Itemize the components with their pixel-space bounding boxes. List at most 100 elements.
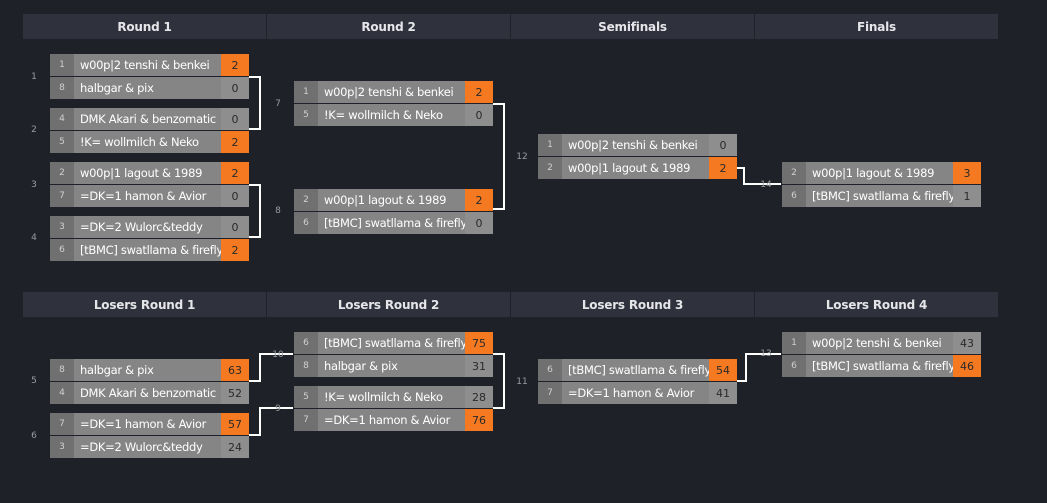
- team-score: 41: [709, 382, 737, 404]
- header-losers-round-4: Losers Round 4: [755, 292, 998, 317]
- team-score: 0: [709, 134, 737, 156]
- team-name: !K= wollmilch & Neko: [324, 108, 443, 122]
- header-losers-round-3: Losers Round 3: [511, 292, 754, 317]
- team-name: [tBMC] swatllama & firefly: [324, 336, 465, 350]
- team-seed: 1: [782, 332, 806, 354]
- header-semifinals: Semifinals: [511, 14, 754, 39]
- team-score: 43: [953, 332, 981, 354]
- team-seed: 6: [50, 239, 74, 261]
- team-seed: 5: [294, 386, 318, 408]
- team-seed: 2: [538, 157, 562, 179]
- team-seed: 7: [294, 409, 318, 431]
- team-row[interactable]: 1 w00p|2 tenshi & benkei 43: [782, 332, 981, 354]
- match-number-6: 6: [31, 431, 37, 441]
- match-number-2: 2: [31, 125, 37, 135]
- team-row[interactable]: 8 halbgar & pix 63: [50, 359, 249, 381]
- match-number-14: 14: [760, 180, 772, 190]
- match-number-8: 8: [275, 206, 281, 216]
- team-seed: 6: [782, 355, 806, 377]
- winner-score: 2: [465, 81, 493, 103]
- team-row[interactable]: 1 w00p|2 tenshi & benkei 0: [538, 134, 737, 156]
- team-name: =DK=2 Wulorc&teddy: [80, 440, 203, 454]
- team-seed: 1: [294, 81, 318, 103]
- match-number-5: 5: [31, 376, 37, 386]
- header-losers-round-1: Losers Round 1: [23, 292, 266, 317]
- team-score: 52: [221, 382, 249, 404]
- team-seed: 5: [50, 131, 74, 153]
- team-name: w00p|2 tenshi & benkei: [568, 138, 698, 152]
- team-seed: 1: [538, 134, 562, 156]
- team-seed: 6: [294, 212, 318, 234]
- winner-score: 2: [221, 54, 249, 76]
- team-seed: 2: [50, 162, 74, 184]
- team-name: DMK Akari & benzomatic: [80, 386, 216, 400]
- team-name: w00p|1 lagout & 1989: [812, 166, 935, 180]
- team-seed: 6: [538, 359, 562, 381]
- team-name: =DK=1 hamon & Avior: [324, 413, 451, 427]
- team-seed: 6: [294, 332, 318, 354]
- team-name: w00p|2 tenshi & benkei: [812, 336, 942, 350]
- winner-score: 54: [709, 359, 737, 381]
- team-name: [tBMC] swatllama & firefly: [80, 243, 221, 257]
- winner-score: 63: [221, 359, 249, 381]
- team-seed: 8: [50, 77, 74, 99]
- team-name: w00p|1 lagout & 1989: [324, 193, 447, 207]
- match-number-1: 1: [31, 72, 37, 82]
- team-name: =DK=1 hamon & Avior: [80, 417, 207, 431]
- match-number-13: 13: [760, 349, 772, 359]
- team-score: 31: [465, 355, 493, 377]
- team-score: 0: [465, 212, 493, 234]
- match-number-12: 12: [516, 152, 528, 162]
- team-seed: 8: [50, 359, 74, 381]
- team-score: 1: [953, 185, 981, 207]
- winner-score: 2: [709, 157, 737, 179]
- header-round-2: Round 2: [267, 14, 510, 39]
- match-number-11: 11: [516, 377, 528, 387]
- winner-score: 2: [221, 239, 249, 261]
- team-name: w00p|1 lagout & 1989: [80, 166, 203, 180]
- team-name: halbgar & pix: [80, 363, 154, 377]
- match-number-7: 7: [275, 99, 281, 109]
- team-name: =DK=1 hamon & Avior: [80, 189, 207, 203]
- team-score: 0: [465, 104, 493, 126]
